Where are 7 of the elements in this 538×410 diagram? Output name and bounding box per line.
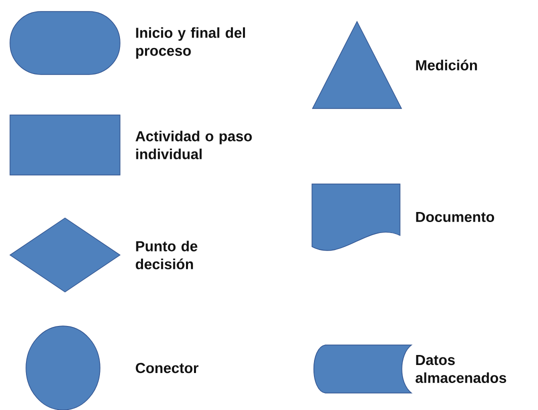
symbol-label: Conector [136, 362, 198, 374]
symbol-label: Medición [416, 60, 477, 70]
symbol-label: Inicio y final del proceso [136, 27, 245, 59]
symbol-label: Datos almacenados [416, 355, 506, 383]
symbol-label: Punto de decisión [136, 240, 198, 270]
symbol-label: Actividad o paso individual [136, 130, 252, 160]
symbol-label: Documento [416, 212, 494, 222]
